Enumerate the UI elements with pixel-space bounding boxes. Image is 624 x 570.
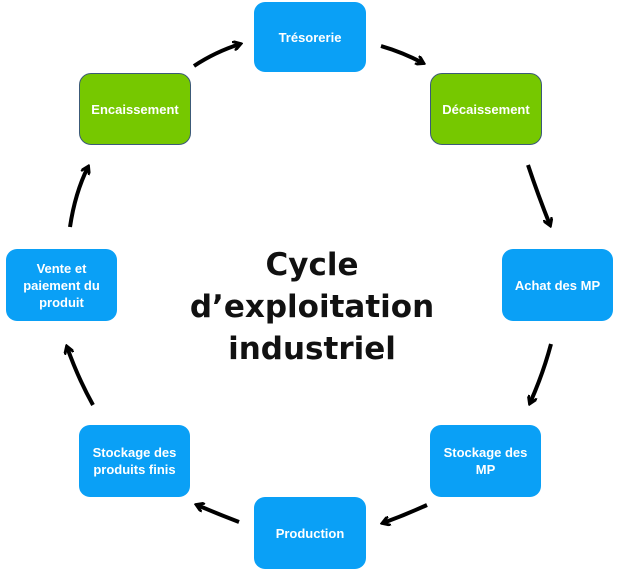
title-text: Cycle d’exploitation industriel <box>189 247 435 367</box>
node-label: Stockage des MP <box>443 445 528 477</box>
node-label: Trésorerie <box>278 29 342 45</box>
node-label: Stockage des produits finis <box>92 445 177 477</box>
node-label: Vente et paiement du produit <box>23 260 100 310</box>
arrow-tresorerie-to-decaissement <box>380 44 423 63</box>
node-tresorerie: Trésorerie <box>254 2 366 72</box>
arrow-encaissement-to-tresorerie <box>192 44 240 68</box>
node-encaissement: Encaissement <box>79 73 191 145</box>
node-stockage-mp: Stockage des MP <box>430 425 541 497</box>
node-achat-mp: Achat des MP <box>502 249 613 321</box>
node-decaissement: Décaissement <box>430 73 542 145</box>
arrow-stockage-mp-to-production <box>383 503 428 523</box>
node-label: Décaissement <box>442 101 530 117</box>
node-label: Production <box>275 525 345 541</box>
arrow-achat-to-stockage-mp <box>530 343 553 403</box>
node-vente-paiement: Vente et paiement du produit <box>6 249 117 321</box>
node-stockage-produits-finis: Stockage des produits finis <box>79 425 190 497</box>
node-label: Achat des MP <box>514 277 601 293</box>
arrow-decaissement-to-achat <box>526 164 550 225</box>
arrow-vente-to-encaissement <box>68 167 88 228</box>
arrow-production-to-stockage-pf <box>197 505 240 524</box>
node-label: Encaissement <box>91 101 179 117</box>
node-production: Production <box>254 497 366 569</box>
diagram-title: Cycle d’exploitation industriel <box>150 244 474 370</box>
arrow-stockage-pf-to-vente <box>67 347 95 406</box>
